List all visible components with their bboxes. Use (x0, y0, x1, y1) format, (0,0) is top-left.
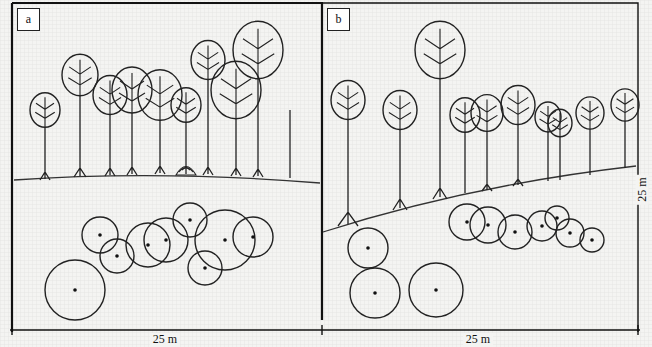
crown-projection (45, 203, 273, 320)
tree-trunk (40, 79, 290, 180)
panel-letter-box: b (327, 8, 350, 31)
dimension-label: 25 m (150, 333, 180, 346)
dimension-label: 25 m (635, 175, 648, 205)
shrub (176, 167, 196, 176)
panel-letter: b (336, 12, 342, 27)
tree-trunk (338, 79, 625, 226)
stem-point (366, 216, 594, 295)
tree-crown (331, 21, 639, 137)
crown-projection (348, 204, 604, 318)
panel-letter-box: a (17, 8, 40, 31)
panel-letter: a (26, 12, 31, 27)
tree-crown (30, 21, 283, 127)
ground-line (14, 166, 636, 232)
plot-frame (10, 3, 640, 335)
stem-point (73, 218, 255, 292)
dimension-label: 25 m (463, 333, 493, 346)
